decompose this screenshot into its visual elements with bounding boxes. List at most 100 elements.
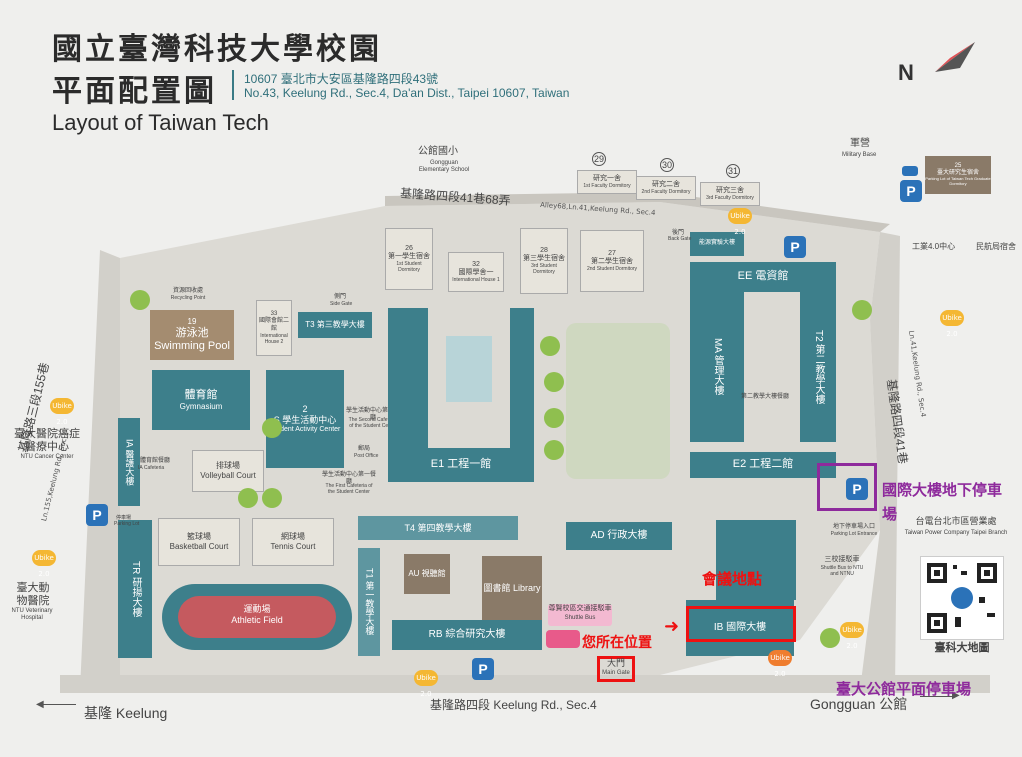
parking-icon-outside[interactable]: P xyxy=(900,180,922,202)
parking-icon-top[interactable]: P xyxy=(784,236,806,258)
ubike-icon: Ubike 2.0 xyxy=(768,650,792,678)
label-t2-cafe: 第二教學大樓餐廳 xyxy=(740,394,789,400)
dorm-27-num: 27 xyxy=(608,249,616,257)
building-rb[interactable]: RB 綜合研究大樓 xyxy=(392,620,542,650)
ubike-icon: Ubike 2.0 xyxy=(50,398,74,426)
student-activity-en: Student Activity Center xyxy=(269,425,341,433)
building-t4[interactable]: T4 第四教學大樓 xyxy=(358,516,518,540)
label-power: 台電台北市區營業處 xyxy=(915,516,997,526)
au-name: AU 視聽館 xyxy=(408,569,446,579)
ubike-icon: Ubike 2.0 xyxy=(728,208,752,236)
parking-icon-left[interactable]: P xyxy=(86,504,108,526)
alley-road xyxy=(385,192,890,232)
qr-code[interactable] xyxy=(920,556,1004,640)
label-recycling-en: Recycling Point xyxy=(170,295,206,301)
arrow-left-line xyxy=(40,704,76,705)
ee-name: EE 電資館 xyxy=(737,270,789,283)
building-t3[interactable]: T3 第三教學大樓 xyxy=(298,312,372,338)
tree-icon xyxy=(238,488,258,508)
gym-en: Gymnasium xyxy=(179,401,223,411)
dorm-31-num: 31 xyxy=(726,164,740,178)
main-gate-label[interactable]: 大門 xyxy=(606,658,625,668)
building-t2[interactable]: T2 第二教學大樓 xyxy=(800,292,836,442)
swimming-name: 游泳池 xyxy=(175,326,209,339)
building-ia[interactable]: IA 醫護大樓 xyxy=(118,418,140,506)
building-ma[interactable]: MA 管理大樓 xyxy=(690,292,744,442)
building-energy[interactable]: 能源實驗大樓 xyxy=(690,232,744,256)
label-back-gate-en: Back Gate xyxy=(668,236,692,242)
swimming-en: Swimming Pool xyxy=(154,339,230,352)
arrow-gongguan: Gongguan 公館 xyxy=(810,696,908,712)
building-au[interactable]: AU 視聽館 xyxy=(404,554,450,594)
page-title: 國立臺灣科技大學校園 xyxy=(52,32,382,67)
label-elementary: 公館國小 xyxy=(418,146,458,157)
address-en: No.43, Keelung Rd., Sec.4, Da'an Dist., … xyxy=(244,86,570,100)
building-ib[interactable]: IB 國際大樓 xyxy=(686,600,794,656)
shuttle-sign-label: 尊賢校區交通接駁車 xyxy=(548,605,612,612)
meeting-highlight xyxy=(686,606,796,642)
pond xyxy=(446,336,492,402)
tennis-name: 網球場 xyxy=(281,532,305,542)
ntu-parking-label: 臺大公館平面停車場 xyxy=(836,680,972,698)
building-tr[interactable]: TR 研揚大樓 xyxy=(118,520,152,658)
building-e1-west xyxy=(388,308,428,458)
tree-icon xyxy=(544,372,564,392)
basketball-name: 籃球場 xyxy=(187,532,211,542)
shuttle-sign xyxy=(548,604,612,626)
main-gate-highlight xyxy=(597,656,635,682)
page-subtitle: 平面配置圖 xyxy=(52,74,217,109)
main-gate-en: Main Gate xyxy=(602,670,630,676)
lawn xyxy=(566,323,670,479)
you-are-here-label: 您所在位置 xyxy=(582,635,652,651)
label-ntu-cancer-en: NTU Cancer Center xyxy=(20,454,74,460)
building-ee[interactable]: EE 電資館 xyxy=(690,262,836,292)
building-e2[interactable]: E2 工程二館 xyxy=(690,452,836,478)
arrow-right-icon: ▶ xyxy=(952,690,960,701)
tree-icon xyxy=(262,418,282,438)
label-shuttle-stop-en: Shuttle Bus to NTU and NTNU xyxy=(820,565,864,577)
building-library[interactable]: 圖書館 Library xyxy=(482,556,542,620)
left-road xyxy=(80,250,120,690)
label-ntu-vet: 臺大動物醫院 xyxy=(16,582,50,607)
compass-north-label: N xyxy=(898,60,914,85)
volleyball-en: Volleyball Court xyxy=(200,471,256,480)
arrow-left-icon: ◀ xyxy=(36,699,44,710)
dorm-28-num: 28 xyxy=(540,246,548,254)
parking-icon-ib[interactable]: P xyxy=(846,478,868,500)
shuttle-sign-en: Shuttle Bus xyxy=(564,615,596,621)
ubike-icon: Ubike 2.0 xyxy=(940,310,964,338)
label-post: 郵局 xyxy=(358,446,371,452)
qr-pattern xyxy=(927,563,997,633)
e2-name: E2 工程二館 xyxy=(732,458,794,471)
label-ia-cafe-en: IA Cafeteria xyxy=(138,465,165,471)
arrow-right-line xyxy=(920,696,956,697)
athletic-en: Athletic Field xyxy=(231,615,283,625)
label-first-cafe: 學生活動中心第一餐廳 xyxy=(322,472,377,485)
tree-icon xyxy=(544,408,564,428)
ib-parking-highlight xyxy=(817,463,877,511)
dorm-31-en: 3rd Faculty Dormitory xyxy=(706,195,754,202)
t4-name: T4 第四教學大樓 xyxy=(404,522,472,533)
rb-name: RB 綜合研究大樓 xyxy=(428,629,506,640)
building-t1[interactable]: T1 第一教學大樓 xyxy=(358,548,380,656)
address-divider xyxy=(232,70,234,100)
parking-icon-bottom[interactable]: P xyxy=(472,658,494,680)
label-parking-entrance-en: Parking Lot Entrance xyxy=(830,531,878,537)
building-ad[interactable]: AD 行政大樓 xyxy=(566,522,672,550)
